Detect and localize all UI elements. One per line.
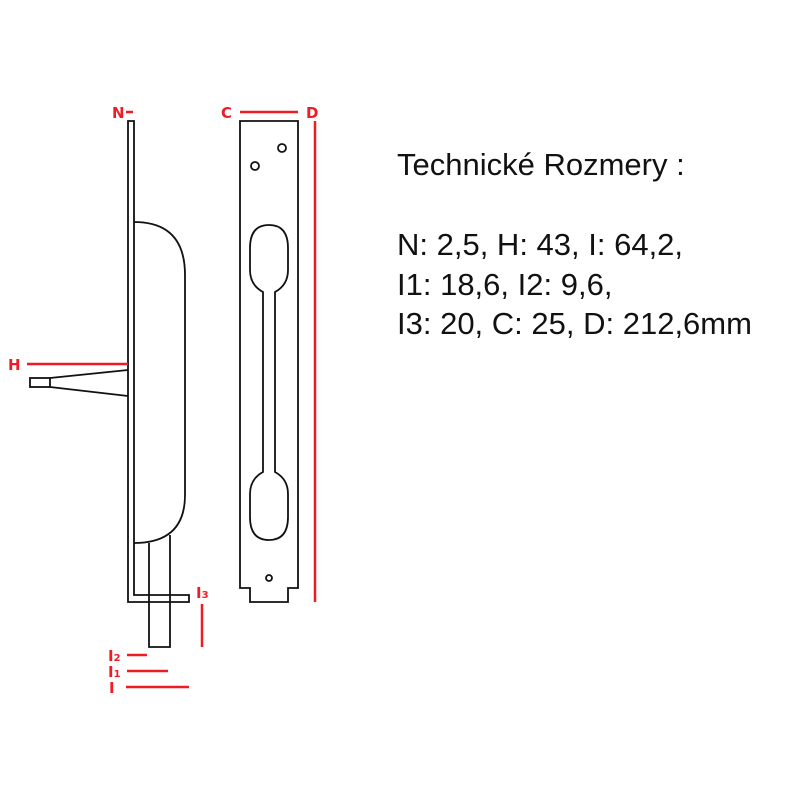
lever (49, 369, 129, 397)
label-i1: I1 (108, 663, 121, 681)
label-i2: I2 (108, 647, 121, 665)
spec-line: I1: 18,6, I2: 9,6, (397, 267, 613, 302)
label-i: I (109, 679, 115, 697)
bolt-slot (249, 224, 289, 541)
front-plate (239, 120, 299, 603)
screw-hole (277, 143, 287, 153)
screw-hole (265, 574, 273, 582)
spec-line: I3: 20, C: 25, D: 212,6mm (397, 306, 752, 341)
bolt-rod (148, 535, 171, 648)
label-c: C (221, 104, 232, 122)
bolt-body (133, 221, 186, 544)
screw-hole (250, 161, 260, 171)
label-n: N (112, 104, 125, 122)
label-i3: I3 (196, 584, 209, 602)
spec-line: N: 2,5, H: 43, I: 64,2, (397, 227, 684, 262)
lever-tip (29, 377, 51, 388)
label-h: H (8, 356, 21, 374)
spec-title: Technické Rozmery : (397, 147, 685, 182)
side-plate (127, 120, 190, 603)
label-d: D (306, 104, 318, 122)
